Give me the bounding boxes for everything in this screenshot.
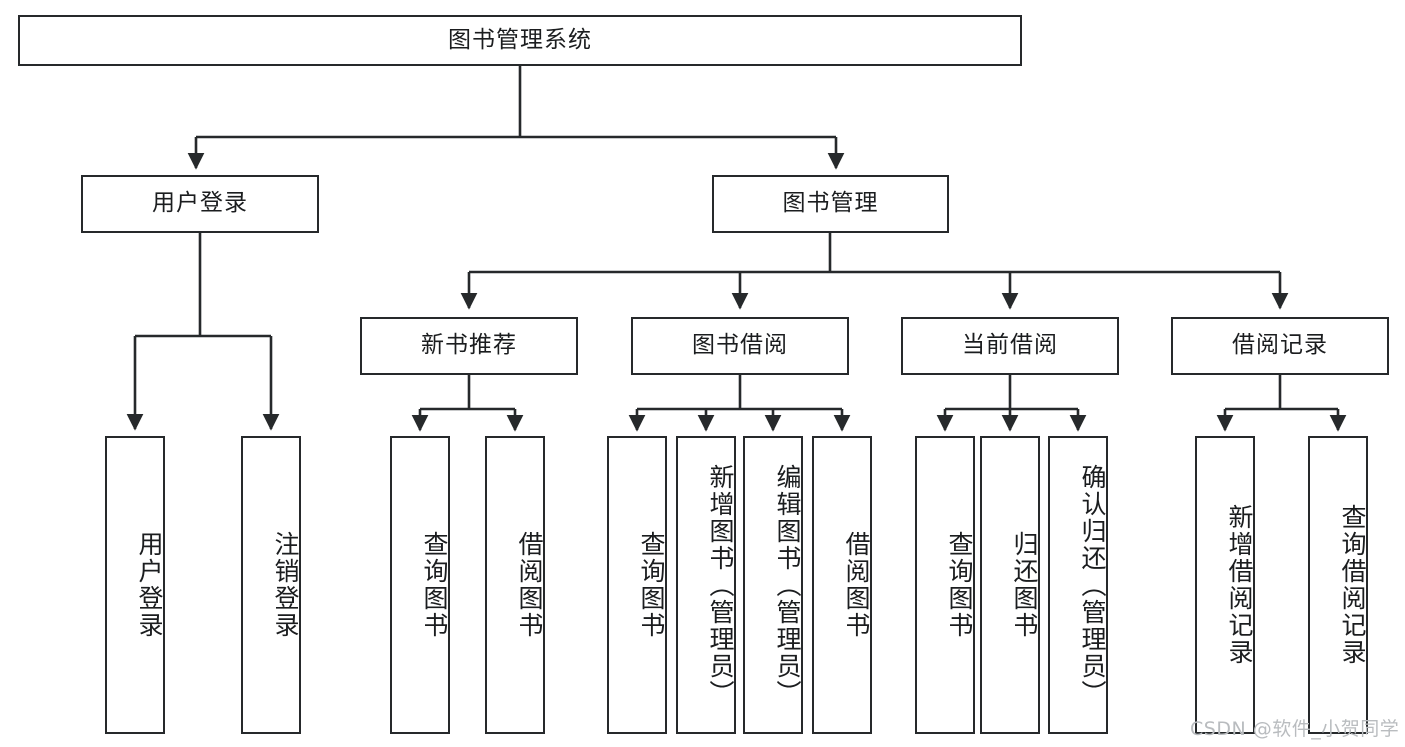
- leaf-return-book[interactable]: 归还图书: [980, 436, 1040, 734]
- node-borrow-record[interactable]: 借阅记录: [1171, 317, 1389, 375]
- leaf-user-login-label: 用户登录: [135, 531, 164, 639]
- leaf-add-record-label: 新增借阅记录: [1225, 504, 1254, 666]
- leaf-query-book-3-label: 查询图书: [945, 531, 974, 639]
- node-book-borrow[interactable]: 图书借阅: [631, 317, 849, 375]
- leaf-query-book-1[interactable]: 查询图书: [390, 436, 450, 734]
- leaf-query-book-2[interactable]: 查询图书: [607, 436, 667, 734]
- leaf-query-record[interactable]: 查询借阅记录: [1308, 436, 1368, 734]
- leaf-add-record[interactable]: 新增借阅记录: [1195, 436, 1255, 734]
- leaf-user-login[interactable]: 用户登录: [105, 436, 165, 734]
- watermark-text: CSDN @软件_小贺同学: [1190, 718, 1400, 740]
- node-user-login[interactable]: 用户登录: [81, 175, 319, 233]
- leaf-borrow-book-2[interactable]: 借阅图书: [812, 436, 872, 734]
- node-new-book-rec-label: 新书推荐: [421, 332, 517, 359]
- leaf-confirm-return[interactable]: 确认归还（管理员）: [1048, 436, 1108, 734]
- node-root-label: 图书管理系统: [448, 26, 592, 53]
- leaf-borrow-book-1[interactable]: 借阅图书: [485, 436, 545, 734]
- leaf-query-book-2-label: 查询图书: [637, 531, 666, 639]
- leaf-edit-book-label: 编辑图书（管理员）: [773, 463, 802, 707]
- node-new-book-rec[interactable]: 新书推荐: [360, 317, 578, 375]
- node-book-manage[interactable]: 图书管理: [712, 175, 949, 233]
- node-current-borrow[interactable]: 当前借阅: [901, 317, 1119, 375]
- leaf-add-book[interactable]: 新增图书（管理员）: [676, 436, 736, 734]
- node-user-login-label: 用户登录: [152, 190, 248, 217]
- leaf-borrow-book-2-label: 借阅图书: [842, 531, 871, 639]
- leaf-confirm-return-label: 确认归还（管理员）: [1078, 463, 1107, 707]
- leaf-query-book-1-label: 查询图书: [420, 531, 449, 639]
- leaf-edit-book[interactable]: 编辑图书（管理员）: [743, 436, 803, 734]
- node-book-manage-label: 图书管理: [782, 190, 879, 217]
- node-book-borrow-label: 图书借阅: [692, 332, 788, 359]
- leaf-return-book-label: 归还图书: [1010, 531, 1039, 639]
- leaf-query-book-3[interactable]: 查询图书: [915, 436, 975, 734]
- leaf-add-book-label: 新增图书（管理员）: [706, 463, 735, 707]
- leaf-borrow-book-1-label: 借阅图书: [515, 531, 544, 639]
- leaf-user-logout[interactable]: 注销登录: [241, 436, 301, 734]
- leaf-query-record-label: 查询借阅记录: [1338, 504, 1367, 666]
- node-current-borrow-label: 当前借阅: [962, 332, 1058, 359]
- leaf-user-logout-label: 注销登录: [271, 531, 300, 639]
- node-root[interactable]: 图书管理系统: [18, 15, 1022, 66]
- node-borrow-record-label: 借阅记录: [1232, 332, 1328, 359]
